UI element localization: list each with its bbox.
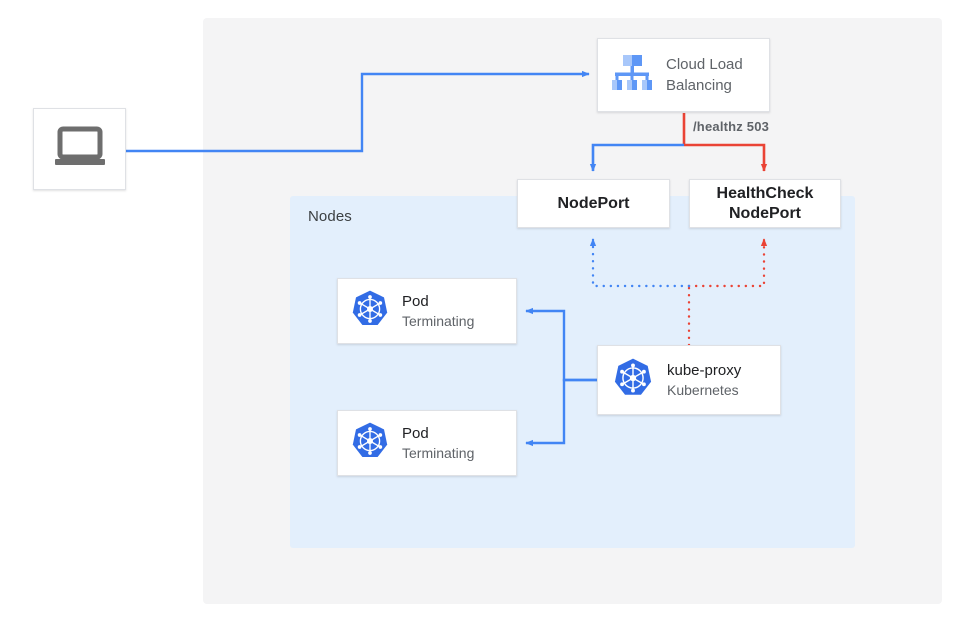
pod-card-2: Pod Terminating xyxy=(337,410,517,476)
healthcheck-nodeport-line2: NodePort xyxy=(729,204,801,222)
kubernetes-icon xyxy=(350,289,390,334)
pod-1-title: Pod xyxy=(402,292,429,310)
nodeport-card: NodePort xyxy=(517,179,670,228)
cloud-load-balancing-card: Cloud Load Balancing xyxy=(597,38,770,112)
kube-proxy-title: kube-proxy xyxy=(667,361,742,379)
nodeport-label: NodePort xyxy=(557,194,630,212)
cloud-load-balancing-line2: Balancing xyxy=(666,77,732,94)
pod-2-status: Terminating xyxy=(402,444,475,461)
kubernetes-icon xyxy=(612,357,654,404)
pod-card-1: Pod Terminating xyxy=(337,278,517,344)
laptop-icon xyxy=(54,126,106,173)
healthcheck-nodeport-line1: HealthCheck xyxy=(716,184,814,202)
pod-2-title: Pod xyxy=(402,424,429,442)
pod-1-status: Terminating xyxy=(402,312,475,329)
healthz-503-label: /healthz 503 xyxy=(693,119,770,134)
healthcheck-nodeport-card: HealthCheck NodePort xyxy=(689,179,841,228)
kube-proxy-subtitle: Kubernetes xyxy=(667,381,739,398)
kubernetes-icon xyxy=(350,421,390,466)
nodes-region-label: Nodes xyxy=(308,208,352,225)
client-laptop-card xyxy=(33,108,126,190)
cloud-load-balancing-icon xyxy=(610,53,654,98)
kube-proxy-card: kube-proxy Kubernetes xyxy=(597,345,781,415)
cloud-load-balancing-line1: Cloud Load xyxy=(666,56,743,73)
